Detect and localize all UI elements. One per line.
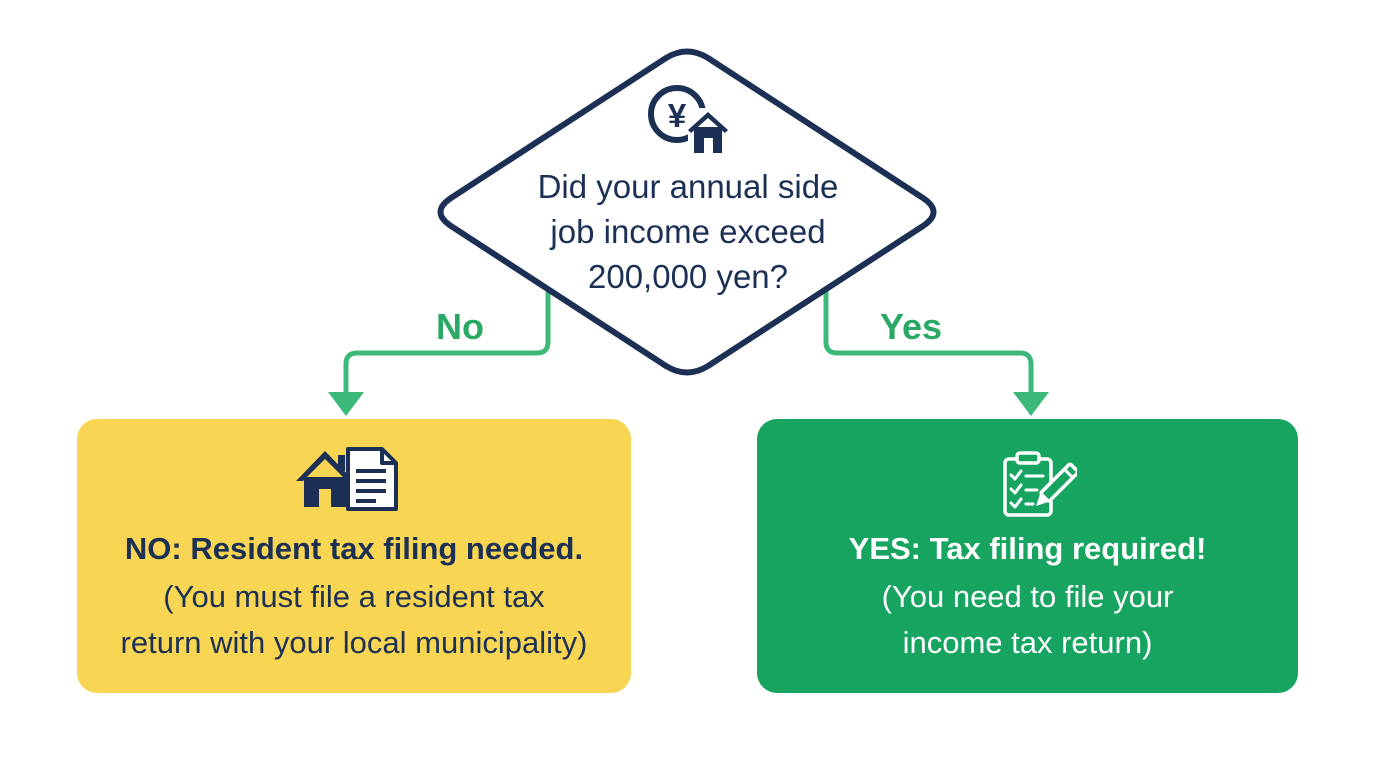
svg-text:¥: ¥ xyxy=(668,97,687,134)
question-line-2: job income exceed xyxy=(550,213,826,250)
arrowhead-yes xyxy=(1013,392,1049,416)
outcome-yes-detail-line-2: income tax return) xyxy=(902,625,1153,660)
branch-label-no: No xyxy=(436,306,484,347)
outcome-no-detail: (You must file a resident tax return wit… xyxy=(77,574,631,666)
outcome-yes-title: YES: Tax filing required! xyxy=(848,531,1207,566)
outcome-yes-detail: (You need to file your income tax return… xyxy=(757,574,1298,666)
connector-no-arrow xyxy=(343,289,551,399)
connector-yes-arrow xyxy=(823,289,1034,399)
house-document-icon xyxy=(296,447,398,511)
clipboard-checklist-pencil-icon xyxy=(1003,451,1077,517)
outcome-no-title: NO: Resident tax filing needed. xyxy=(124,531,584,566)
outcome-no-detail-line-2: return with your local municipality) xyxy=(120,625,588,660)
question-line-3: 200,000 yen? xyxy=(587,258,788,295)
decision-diamond xyxy=(437,48,937,376)
decision-question: Did your annual side job income exceed 2… xyxy=(488,164,888,299)
branch-label-yes: Yes xyxy=(880,306,943,347)
arrowhead-no xyxy=(328,392,364,416)
outcome-box-no: NO: Resident tax filing needed. (You mus… xyxy=(77,419,631,693)
question-line-1: Did your annual side xyxy=(537,168,839,205)
outcome-no-detail-line-1: (You must file a resident tax xyxy=(163,579,545,614)
outcome-box-yes: YES: Tax filing required! (You need to f… xyxy=(757,419,1298,693)
outcome-yes-detail-line-1: (You need to file your xyxy=(881,579,1174,614)
yen-coin-house-icon: ¥ xyxy=(648,85,732,156)
